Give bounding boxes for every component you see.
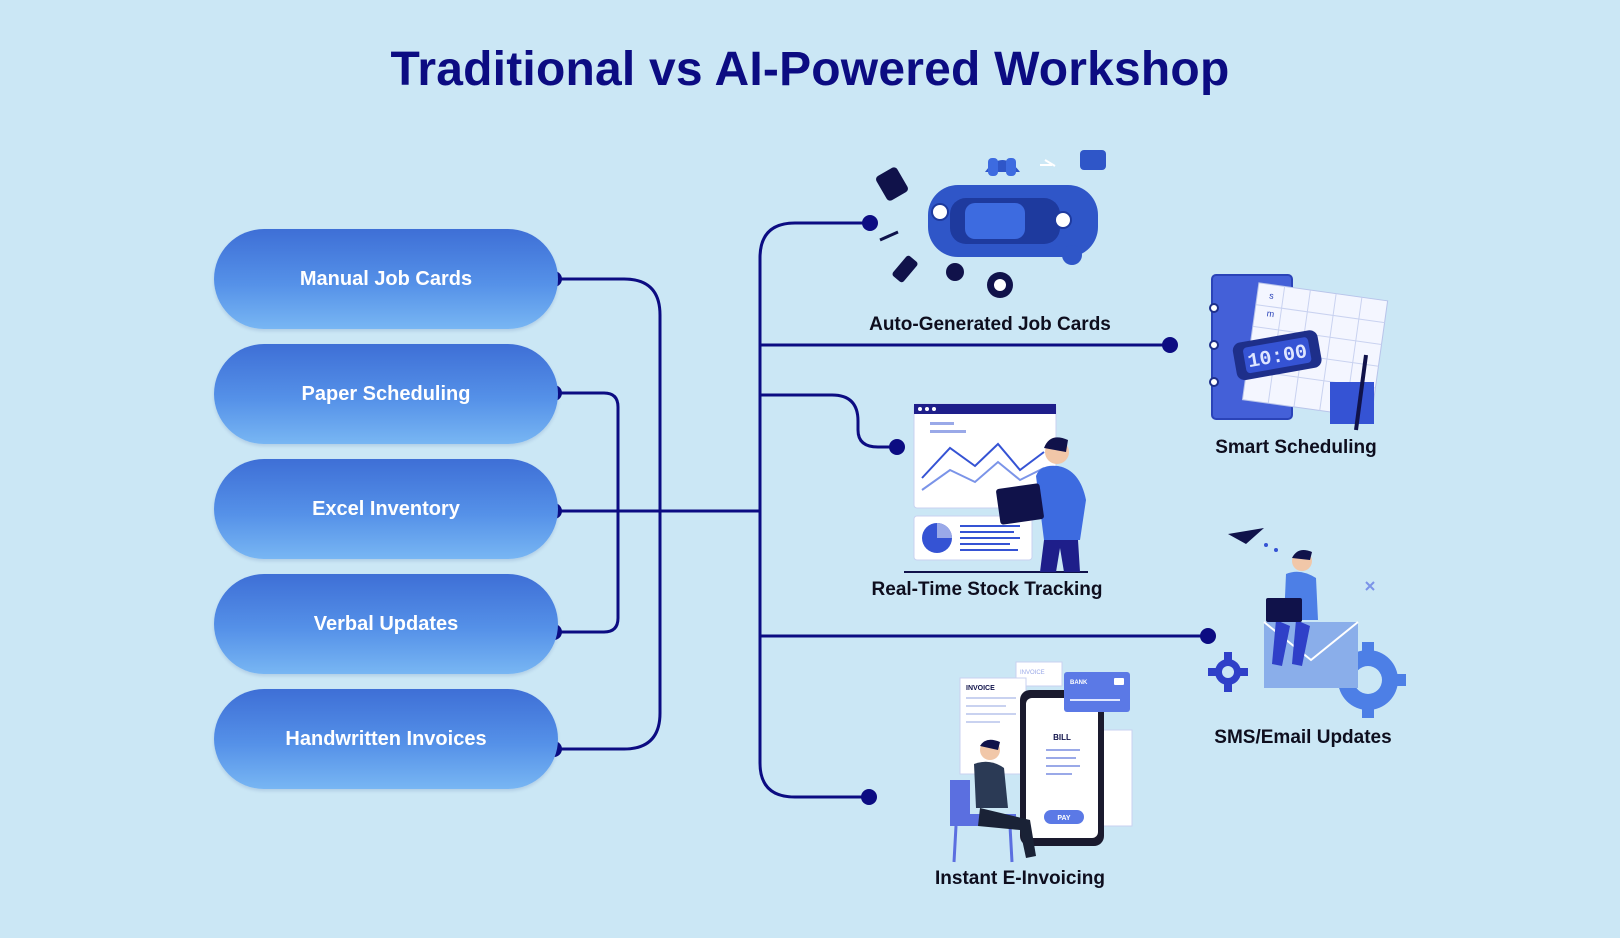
ai-item-label-real-time-stock-tracking: Real-Time Stock Tracking <box>871 579 1103 600</box>
traditional-item-label: Handwritten Invoices <box>285 727 487 750</box>
node-dot <box>861 789 877 805</box>
traditional-item-label: Verbal Updates <box>313 612 459 635</box>
ai-item-label-sms-email-updates: SMS/Email Updates <box>1214 727 1392 748</box>
node-dot <box>1162 337 1178 353</box>
traditional-item-handwritten-invoices: Handwritten Invoices <box>214 689 558 789</box>
connector-outer-bracket <box>554 277 662 751</box>
calendar-letter: s <box>1269 290 1275 301</box>
traditional-item-label: Excel Inventory <box>312 497 460 520</box>
node-dot <box>889 439 905 455</box>
calendar-letter: m <box>1266 308 1275 319</box>
invoice-text: INVOICE <box>966 685 995 692</box>
ai-item-label-smart-scheduling: Smart Scheduling <box>1215 437 1377 458</box>
connector-trunk <box>758 221 870 799</box>
traditional-item-paper-scheduling: Paper Scheduling <box>214 344 558 444</box>
bill-text: BILL <box>1053 733 1071 742</box>
ai-item-label-auto-generated-job-cards: Auto-Generated Job Cards <box>869 314 1111 335</box>
traditional-item-label: Manual Job Cards <box>299 267 473 290</box>
node-dot <box>1200 628 1216 644</box>
node-dot <box>862 215 878 231</box>
traditional-item-label: Paper Scheduling <box>301 382 471 405</box>
traditional-item-excel-inventory: Excel Inventory <box>214 459 558 559</box>
bank-card-text: BANK <box>1070 680 1088 686</box>
pay-text: PAY <box>1057 815 1071 822</box>
connector-branch-stock <box>760 393 897 449</box>
page-title: Traditional vs AI-Powered Workshop <box>390 43 1230 96</box>
traditional-item-manual-job-cards: Manual Job Cards <box>214 229 558 329</box>
invoice-back-text: INVOICE <box>1020 670 1045 676</box>
ai-item-label-instant-e-invoicing: Instant E-Invoicing <box>935 868 1105 889</box>
traditional-item-verbal-updates: Verbal Updates <box>214 574 558 674</box>
